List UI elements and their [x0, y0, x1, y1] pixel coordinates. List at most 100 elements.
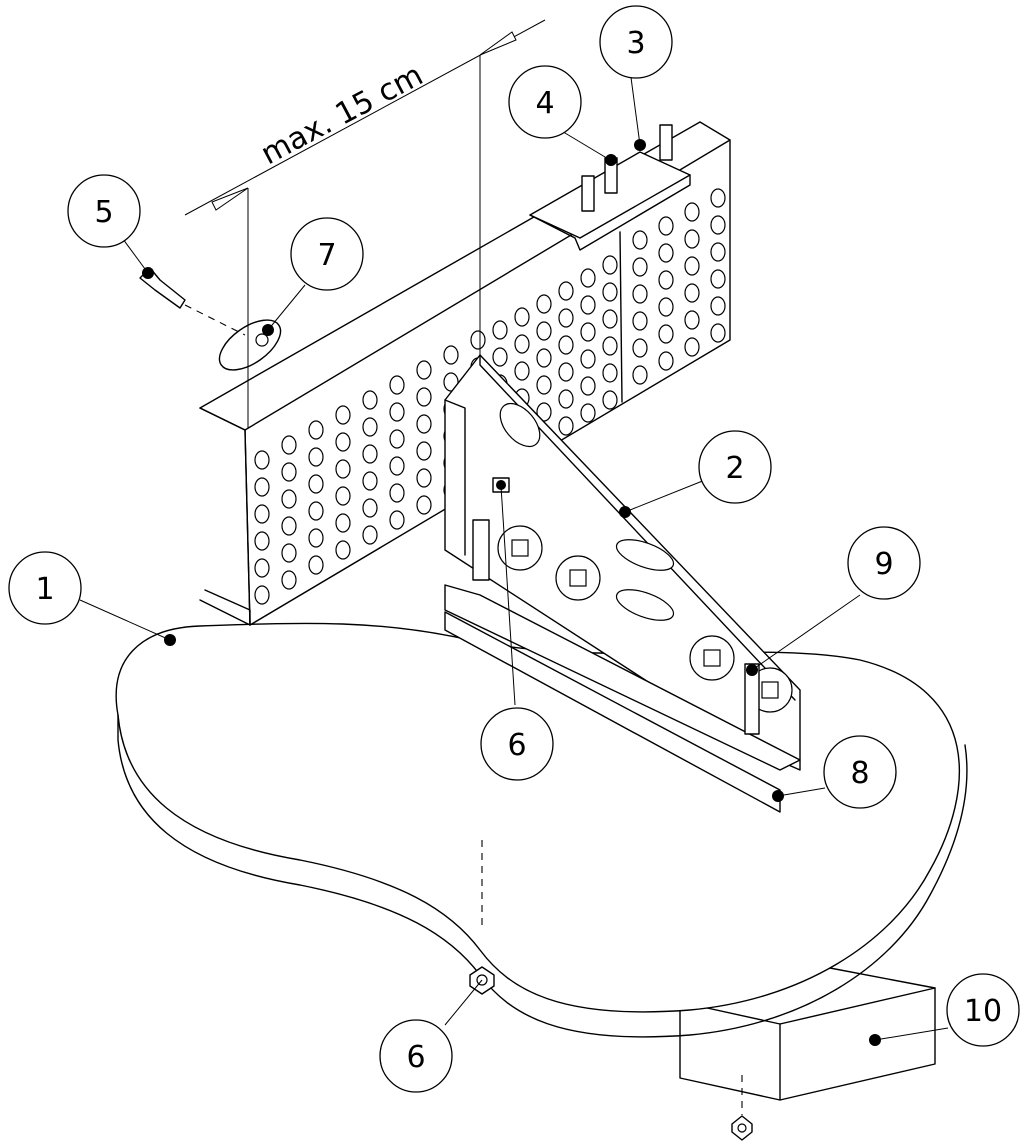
- perforation-hole: [254, 531, 270, 551]
- perforation-hole: [492, 347, 508, 367]
- perforation-hole: [580, 322, 596, 342]
- perforation-hole: [580, 403, 596, 423]
- screws: [139, 124, 760, 1141]
- perforation-hole: [558, 335, 574, 355]
- perforation-hole: [602, 282, 618, 302]
- perforation-hole: [362, 417, 378, 437]
- perforation-hole: [492, 320, 508, 340]
- callout-label: 1: [35, 572, 54, 607]
- callout-2: 2: [698, 430, 772, 504]
- perforation-hole: [658, 297, 674, 317]
- perforation-hole: [254, 558, 270, 578]
- perforation-hole: [416, 441, 432, 461]
- perforation-hole: [335, 405, 351, 425]
- perforation-hole: [710, 269, 726, 289]
- perforation-hole: [558, 389, 574, 409]
- callout-6-upper: 6: [480, 707, 554, 781]
- callout-5: 5: [67, 174, 141, 248]
- perforation-hole: [389, 483, 405, 503]
- perforation-hole: [335, 486, 351, 506]
- perforation-hole: [389, 429, 405, 449]
- perforation-hole: [416, 414, 432, 434]
- perforation-hole: [684, 256, 700, 276]
- callout-label: 7: [317, 238, 336, 273]
- perforation-hole: [632, 284, 648, 304]
- perforation-hole: [580, 376, 596, 396]
- callout-10: 10: [946, 973, 1020, 1047]
- callout-7: 7: [290, 217, 364, 291]
- perforation-hole: [602, 309, 618, 329]
- perforation-hole: [684, 202, 700, 222]
- perforation-hole: [281, 462, 297, 482]
- perforation-hole: [362, 444, 378, 464]
- perforation-hole: [602, 363, 618, 383]
- perforation-hole: [254, 585, 270, 605]
- perforation-hole: [416, 495, 432, 515]
- perforation-hole: [389, 456, 405, 476]
- callout-label: 5: [94, 195, 113, 230]
- perforation-hole: [632, 365, 648, 385]
- perforation-hole: [470, 330, 486, 350]
- callout-label: 8: [850, 756, 869, 791]
- callout-label: 3: [626, 26, 645, 61]
- perforation-hole: [602, 255, 618, 275]
- perforation-hole: [443, 345, 459, 365]
- perforation-hole: [362, 525, 378, 545]
- perforation-hole: [580, 295, 596, 315]
- perforation-hole: [580, 268, 596, 288]
- perforation-hole: [335, 459, 351, 479]
- perforation-hole: [658, 270, 674, 290]
- perforation-hole: [602, 390, 618, 410]
- perforation-hole: [558, 362, 574, 382]
- perforation-hole: [658, 243, 674, 263]
- perforation-hole: [254, 477, 270, 497]
- perforation-hole: [389, 375, 405, 395]
- perforation-hole: [416, 468, 432, 488]
- perforation-hole: [281, 543, 297, 563]
- callout-1: 1: [8, 551, 82, 625]
- perforation-hole: [632, 230, 648, 250]
- perforation-hole: [558, 308, 574, 328]
- perforation-hole: [658, 324, 674, 344]
- perforation-hole: [443, 372, 459, 392]
- perforation-hole: [684, 310, 700, 330]
- perforation-hole: [658, 351, 674, 371]
- perforation-hole: [254, 450, 270, 470]
- perforation-hole: [602, 336, 618, 356]
- perforation-hole: [308, 447, 324, 467]
- perforation-hole: [335, 540, 351, 560]
- callout-label: 10: [964, 994, 1002, 1029]
- perforation-hole: [308, 528, 324, 548]
- callout-6-lower: 6: [379, 1019, 453, 1093]
- perforation-hole: [362, 471, 378, 491]
- callout-3: 3: [599, 5, 673, 79]
- perforation-hole: [684, 229, 700, 249]
- perforation-hole: [558, 416, 574, 436]
- perforation-hole: [514, 334, 530, 354]
- perforation-hole: [362, 390, 378, 410]
- perforation-hole: [514, 307, 530, 327]
- perforation-hole: [254, 504, 270, 524]
- perforation-hole: [362, 498, 378, 518]
- perforation-hole: [684, 283, 700, 303]
- perforation-hole: [308, 555, 324, 575]
- callout-8: 8: [823, 735, 897, 809]
- perforation-hole: [389, 402, 405, 422]
- perforation-hole: [710, 323, 726, 343]
- perforation-hole: [281, 570, 297, 590]
- perforation-hole: [710, 215, 726, 235]
- perforation-hole: [536, 321, 552, 341]
- callout-label: 2: [725, 451, 744, 486]
- perforation-hole: [308, 501, 324, 521]
- dimension-label: max. 15 cm: [255, 58, 428, 172]
- perforation-hole: [416, 360, 432, 380]
- perforation-hole: [580, 349, 596, 369]
- perforation-hole: [308, 420, 324, 440]
- angle-bracket: [444, 354, 801, 813]
- perforation-hole: [281, 435, 297, 455]
- perforation-hole: [536, 294, 552, 314]
- perforation-hole: [536, 348, 552, 368]
- perforation-hole: [632, 257, 648, 277]
- perforation-hole: [658, 216, 674, 236]
- callout-label: 6: [507, 728, 526, 763]
